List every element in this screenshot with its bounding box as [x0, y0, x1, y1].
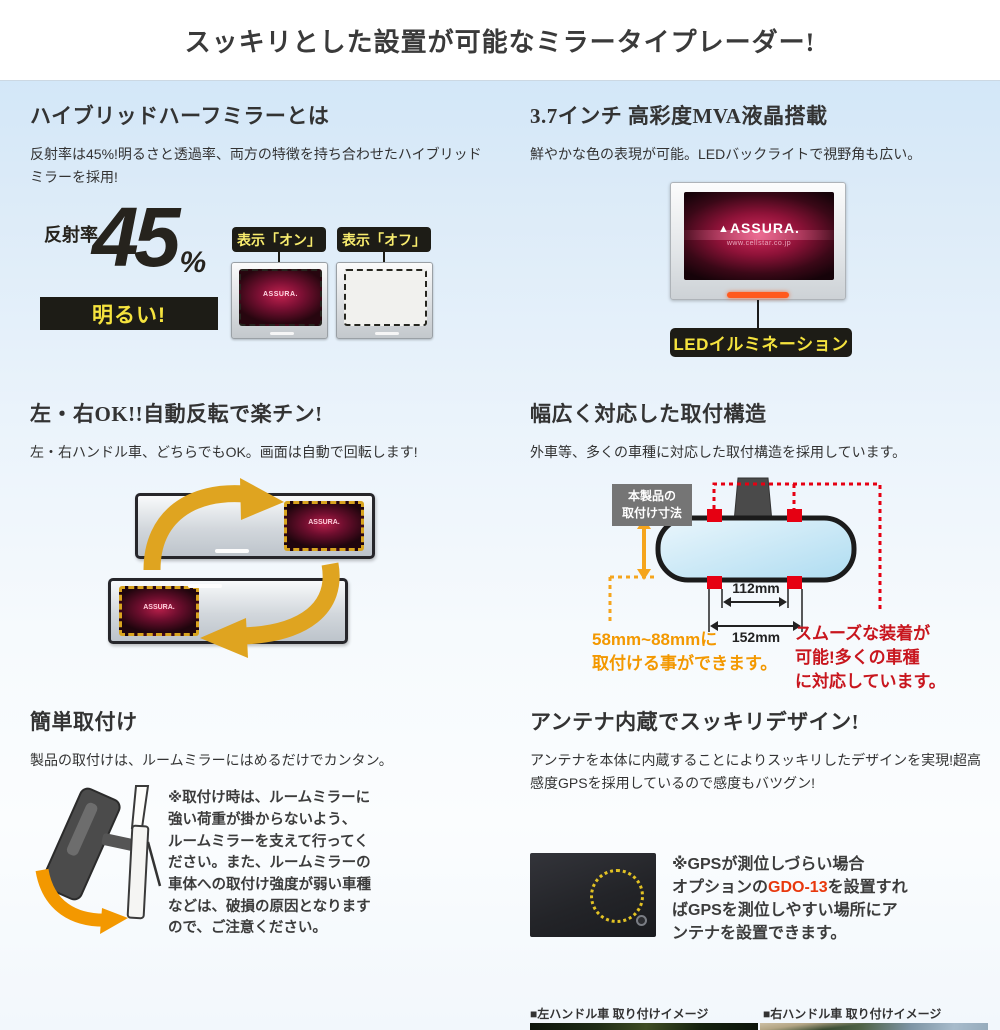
mirror-slot — [215, 549, 249, 554]
left-hand-drive-photo — [530, 1023, 758, 1030]
monitor-slot — [270, 332, 294, 336]
dimension-152mm: 152mm — [731, 629, 781, 646]
install-graphic: ※取付け時は、ルームミラーに 強い荷重が掛からないよう、 ルームミラーを支えて行… — [30, 784, 490, 949]
mirror-slot — [188, 584, 222, 589]
section-easy-install: 簡単取付け 製品の取付けは、ルームミラーにはめるだけでカンタン。 ※取付け時は、… — [30, 706, 490, 949]
section-mounting: 幅広く対応した取付構造 外車等、多くの車種に対応した取付構造を採用しています。 — [530, 398, 990, 776]
section-body: 製品の取付けは、ルームミラーにはめるだけでカンタン。 — [30, 752, 393, 768]
section-auto-flip: 左・右OK!!自動反転で楽チン! 左・右ハンドル車、どちらでもOK。画面は自動で… — [30, 398, 490, 693]
gdo-13-link[interactable]: GDO-13 — [768, 879, 828, 897]
section-body: 外車等、多くの車種に対応した取付構造を採用しています。 — [530, 444, 907, 460]
reflectance-graphic: 反射率 45% 明るい! 表示「オン」 表示「オフ」 ASSURA. — [30, 191, 490, 349]
connector-line — [383, 252, 385, 263]
gps-antenna-photo — [530, 853, 656, 938]
brand-url: www.cellstar.co.jp — [726, 240, 792, 248]
mounting-diagram: 本製品の 取付け寸法 112mm 152mm 58mm~88mmに 取付ける事が… — [590, 476, 990, 776]
flip-screen: ASSURA. — [119, 586, 199, 637]
product-size-label: 本製品の 取付け寸法 — [612, 484, 692, 526]
monitor-display-off — [336, 262, 433, 340]
section-heading: 左・右OK!!自動反転で楽チン! — [30, 402, 323, 426]
right-hand-drive-photo — [760, 1023, 988, 1030]
section-body: 左・右ハンドル車、どちらでもOK。画面は自動で回転します! — [30, 444, 418, 460]
led-illumination-bar — [727, 292, 789, 299]
auto-flip-graphic: ASSURA. ASSURA. — [30, 478, 490, 693]
flip-screen: ASSURA. — [284, 501, 364, 552]
lcd-screen: ▲ASSURA. www.cellstar.co.jp — [684, 192, 834, 281]
right-hand-drive-label: ■右ハンドル車 取り付けイメージ — [763, 1007, 942, 1022]
section-heading: アンテナ内蔵でスッキリデザイン! — [530, 710, 860, 734]
connector-line — [757, 300, 759, 329]
lcd-graphic: ▲ASSURA. www.cellstar.co.jp LEDイルミネーション — [530, 182, 990, 362]
left-hand-drive-label: ■左ハンドル車 取り付けイメージ — [530, 1007, 709, 1022]
gps-highlight-circle — [590, 869, 644, 924]
dimension-112mm: 112mm — [732, 580, 780, 597]
monitor-display-on: ASSURA. — [231, 262, 328, 340]
lcd-monitor: ▲ASSURA. www.cellstar.co.jp — [670, 182, 846, 301]
section-heading: 幅広く対応した取付構造 — [530, 402, 767, 426]
led-illumination-label: LEDイルミネーション — [670, 328, 852, 358]
monitor-slot — [375, 332, 399, 336]
reflectance-unit: % — [179, 246, 207, 280]
section-body: アンテナを本体に内蔵することによりスッキリしたデザインを実現!超高感度GPSを採… — [530, 752, 982, 792]
display-off-label: 表示「オフ」 — [337, 227, 431, 253]
screen-on: ASSURA. — [239, 269, 322, 327]
page-header: スッキリとした設置が可能なミラータイプレーダー! — [0, 0, 1000, 80]
mirror-dimension-drawing — [608, 477, 882, 633]
reflectance-value: 45% — [92, 190, 207, 285]
section-heading: 3.7インチ 高彩度MVA液晶搭載 — [530, 104, 828, 128]
gps-option-note: ※GPSが測位しづらい場合 オプションのGDO-13を設置すれ ばGPSを測位し… — [672, 856, 908, 943]
assura-logo-mark: ▲ — [718, 223, 730, 236]
antenna-graphic: ※GPSが測位しづらい場合 オプションのGDO-13を設置すれ ばGPSを測位し… — [530, 805, 990, 1030]
reflectance-label: 反射率 — [44, 225, 98, 246]
section-body: 鮮やかな色の表現が可能。LEDバックライトで視野角も広い。 — [530, 146, 922, 162]
camera-lens-dot — [636, 915, 647, 927]
smooth-mount-note: スムーズな装着が 可能!多くの車種 に対応しています。 — [795, 624, 946, 691]
section-heading: ハイブリッドハーフミラーとは — [30, 104, 330, 128]
rotation-arrows — [143, 478, 340, 659]
section-mva-lcd: 3.7インチ 高彩度MVA液晶搭載 鮮やかな色の表現が可能。LEDバックライトで… — [530, 100, 990, 362]
connector-line — [278, 252, 280, 263]
assura-logo: ▲ASSURA. — [718, 220, 800, 237]
display-on-label: 表示「オン」 — [232, 227, 326, 253]
mount-range-note: 58mm~88mmに 取付ける事ができます。 — [592, 630, 778, 673]
assura-logo: ASSURA. — [143, 604, 175, 612]
screen-off — [344, 269, 427, 327]
device-install-illustration — [35, 785, 162, 935]
section-antenna: アンテナ内蔵でスッキリデザイン! アンテナを本体に内蔵することによりスッキリした… — [530, 706, 990, 1030]
bright-badge: 明るい! — [40, 297, 218, 331]
section-heading: 簡単取付け — [30, 710, 138, 734]
assura-logo: ASSURA. — [262, 291, 298, 299]
install-caution-note: ※取付け時は、ルームミラーに 強い荷重が掛からないよう、 ルームミラーを支えて行… — [168, 790, 371, 937]
assura-logo: ASSURA. — [308, 519, 340, 527]
section-body: 反射率は45%!明るさと透過率、両方の特徴を持ち合わせたハイブリッドミラーを採用… — [30, 146, 482, 186]
section-hybrid-half-mirror: ハイブリッドハーフミラーとは 反射率は45%!明るさと透過率、両方の特徴を持ち合… — [30, 100, 490, 349]
page-title: スッキリとした設置が可能なミラータイプレーダー! — [184, 27, 816, 57]
